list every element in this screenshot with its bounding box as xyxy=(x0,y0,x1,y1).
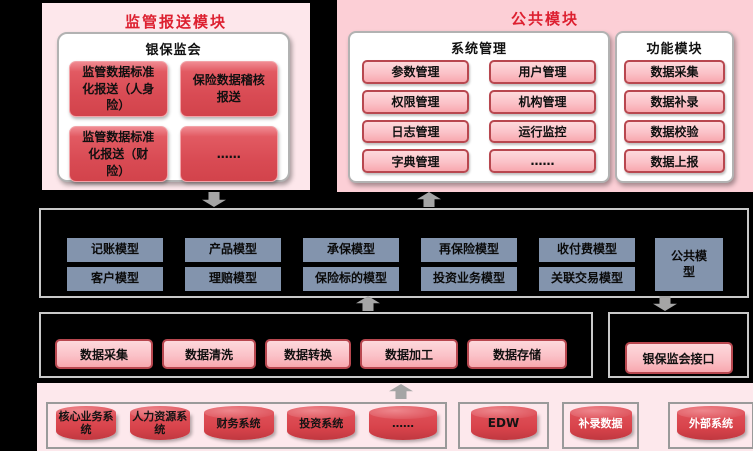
arrow-down-icon xyxy=(653,296,677,311)
model-item: 客户模型 xyxy=(67,267,163,291)
system-mgmt-item: 参数管理 xyxy=(362,60,469,84)
model-item: 投资业务模型 xyxy=(421,267,517,291)
arrow-up-icon xyxy=(417,192,441,207)
system-mgmt-item: 机构管理 xyxy=(489,89,596,114)
arrow-up-icon xyxy=(389,384,413,399)
cbirc-group-box: 银保监会 监管数据标准化报送（人身险） 保险数据稽核报送 监管数据标准化报送（财… xyxy=(57,32,290,183)
external-systems-box: 外部系统 xyxy=(668,402,753,449)
database-cylinder-icon: EDW xyxy=(470,406,537,440)
public-module-title: 公共模块 xyxy=(510,10,579,28)
database-cylinder-icon: 人力资源系统 xyxy=(129,406,190,440)
system-mgmt-item: 字典管理 xyxy=(362,149,469,173)
function-module-box: 功能模块 数据采集 数据补录 数据校验 数据上报 xyxy=(615,31,734,183)
supplementary-data-box: 补录数据 xyxy=(562,402,639,449)
arrow-down-icon xyxy=(202,192,226,207)
cbirc-interface-button: 银保监会接口 xyxy=(624,342,733,374)
edw-box: EDW xyxy=(458,402,549,449)
system-mgmt-item: 权限管理 xyxy=(362,89,469,114)
etl-layer-box: 数据采集 数据清洗 数据转换 数据加工 数据存储 xyxy=(39,312,593,378)
model-item: 理赔模型 xyxy=(185,267,281,291)
model-grid: 记账模型 产品模型 承保模型 再保险模型 收付费模型 客户模型 理赔模型 保险标… xyxy=(67,238,635,291)
system-management-box: 系统管理 参数管理 用户管理 权限管理 机构管理 日志管理 运行监控 字典管理 … xyxy=(348,31,610,183)
regulatory-report-item: …… xyxy=(179,126,278,183)
cbirc-items-grid: 监管数据标准化报送（人身险） 保险数据稽核报送 监管数据标准化报送（财险） …… xyxy=(69,61,278,183)
cbirc-interface-box: 银保监会接口 xyxy=(608,312,749,378)
system-mgmt-item: …… xyxy=(489,149,596,173)
system-management-grid: 参数管理 用户管理 权限管理 机构管理 日志管理 运行监控 字典管理 …… xyxy=(362,60,596,173)
regulatory-report-item: 监管数据标准化报送（人身险） xyxy=(69,61,168,117)
etl-item: 数据采集 xyxy=(55,339,153,369)
model-item: 再保险模型 xyxy=(421,238,517,262)
arrow-up-icon xyxy=(356,296,380,311)
etl-item: 数据加工 xyxy=(360,339,458,369)
public-module: 公共模块 系统管理 参数管理 用户管理 权限管理 机构管理 日志管理 运行监控 … xyxy=(337,0,753,192)
etl-item: 数据转换 xyxy=(265,339,351,369)
etl-item: 数据清洗 xyxy=(162,339,256,369)
function-item: 数据上报 xyxy=(624,149,725,173)
regulatory-report-item: 保险数据稽核报送 xyxy=(179,61,278,117)
cbirc-group-title: 银保监会 xyxy=(145,43,202,58)
regulatory-report-item: 监管数据标准化报送（财险） xyxy=(69,126,168,183)
database-cylinder-icon: 财务系统 xyxy=(203,406,274,440)
database-cylinder-icon: 补录数据 xyxy=(569,406,632,440)
system-mgmt-item: 用户管理 xyxy=(489,60,596,84)
database-cylinder-icon: 外部系统 xyxy=(677,406,745,440)
system-management-title: 系统管理 xyxy=(450,42,507,57)
function-module-grid: 数据采集 数据补录 数据校验 数据上报 xyxy=(624,60,725,173)
etl-item: 数据存储 xyxy=(467,339,567,369)
source-layer-band: 核心业务系统 人力资源系统 财务系统 投资系统 …… EDW 补录数据 外部系 xyxy=(37,383,753,451)
model-item: 收付费模型 xyxy=(539,238,635,262)
core-systems-row: 核心业务系统 人力资源系统 财务系统 投资系统 …… xyxy=(48,404,445,440)
system-mgmt-item: 日志管理 xyxy=(362,119,469,144)
database-cylinder-icon: …… xyxy=(369,406,437,440)
model-item: 产品模型 xyxy=(185,238,281,262)
model-item: 关联交易模型 xyxy=(539,267,635,291)
function-module-title: 功能模块 xyxy=(646,42,703,57)
model-item: 承保模型 xyxy=(303,238,399,262)
model-item: 记账模型 xyxy=(67,238,163,262)
regulatory-module: 监管报送模块 银保监会 监管数据标准化报送（人身险） 保险数据稽核报送 监管数据… xyxy=(42,3,310,190)
model-item: 保险标的模型 xyxy=(303,267,399,291)
database-cylinder-icon: 投资系统 xyxy=(287,406,356,440)
function-item: 数据采集 xyxy=(624,60,725,84)
function-item: 数据校验 xyxy=(624,119,725,144)
etl-row: 数据采集 数据清洗 数据转换 数据加工 数据存储 xyxy=(55,339,567,369)
system-mgmt-item: 运行监控 xyxy=(489,119,596,144)
common-model-item: 公共模型 xyxy=(655,238,723,291)
function-item: 数据补录 xyxy=(624,89,725,114)
regulatory-module-title: 监管报送模块 xyxy=(124,13,227,31)
model-layer-box: 记账模型 产品模型 承保模型 再保险模型 收付费模型 客户模型 理赔模型 保险标… xyxy=(39,208,749,298)
database-cylinder-icon: 核心业务系统 xyxy=(56,406,116,440)
core-systems-box: 核心业务系统 人力资源系统 财务系统 投资系统 …… xyxy=(46,402,447,449)
